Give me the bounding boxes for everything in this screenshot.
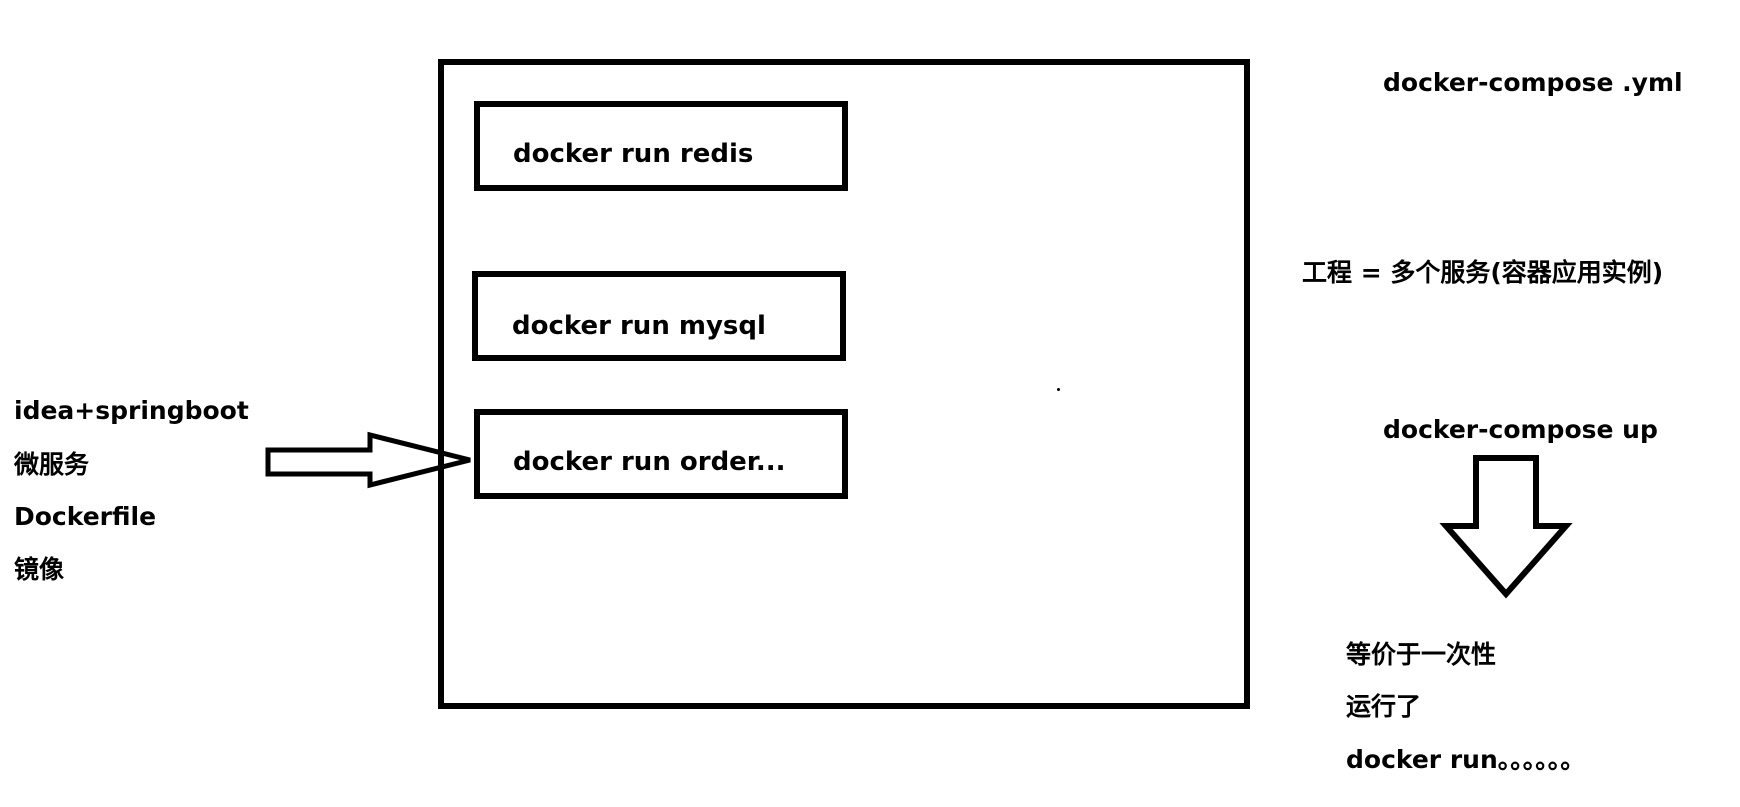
compose-down-arrow <box>1439 455 1573 599</box>
service-label-redis: docker run redis <box>513 139 754 169</box>
left-stack-item-image: 镜像 <box>14 555 65 584</box>
result-line-1: 等价于一次性 <box>1346 640 1497 669</box>
service-box-mysql <box>472 271 846 361</box>
service-box-order <box>474 409 848 499</box>
stray-dot <box>1057 388 1060 391</box>
left-stack-item-dockerfile: Dockerfile <box>14 502 157 531</box>
left-stack-item-idea: idea+springboot <box>14 396 249 425</box>
service-label-order: docker run order... <box>513 447 786 477</box>
compose-project-frame <box>438 59 1250 709</box>
build-arrow <box>265 431 471 489</box>
result-line-3: docker run。。。。。。 <box>1346 745 1586 774</box>
compose-file-label: docker-compose .yml <box>1383 68 1683 97</box>
result-line-2: 运行了 <box>1346 692 1422 721</box>
compose-command-label: docker-compose up <box>1383 415 1658 444</box>
project-definition-label: 工程 = 多个服务(容器应用实例) <box>1302 258 1664 287</box>
left-stack-item-microservice: 微服务 <box>14 450 90 479</box>
service-box-redis <box>474 101 848 191</box>
service-label-mysql: docker run mysql <box>512 311 766 341</box>
